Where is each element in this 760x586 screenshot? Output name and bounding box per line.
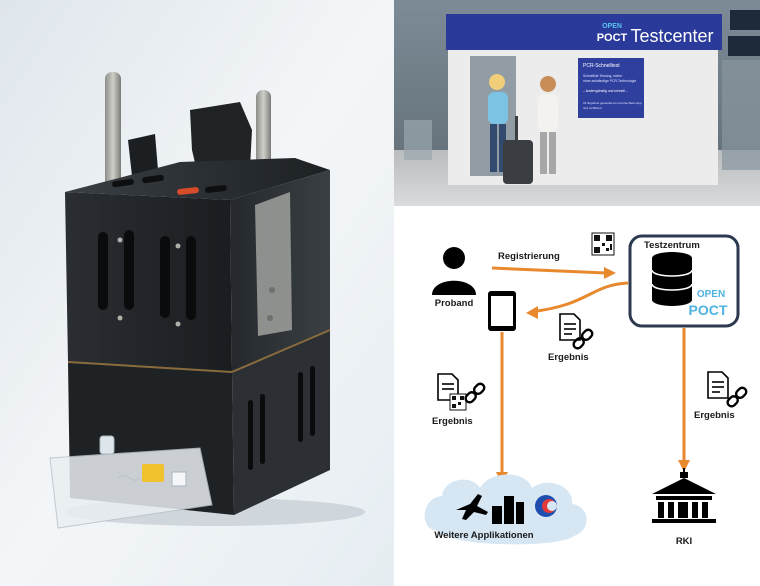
link-icon-left [464, 382, 486, 404]
proband-label: Proband [435, 298, 474, 309]
sign-logo-open: OPEN [602, 23, 622, 30]
device-photo [0, 0, 394, 586]
corona-app-icon [535, 495, 557, 517]
rki-label: RKI [676, 536, 692, 547]
result-document-icon-right [707, 371, 729, 399]
arrow-ergebnis-to-phone [529, 281, 629, 314]
staff-figure [538, 76, 558, 174]
ergebnis-phone-label: Ergebnis [548, 352, 589, 363]
arrowhead-phone [526, 306, 538, 319]
logo-poct: POCT [689, 302, 728, 318]
poster-line-3: – kostengünstig und schnell – [583, 89, 628, 93]
result-document-icon-phone [559, 313, 581, 341]
device-front [65, 192, 232, 372]
qr-code-icon [591, 232, 615, 256]
device-top [65, 158, 330, 200]
qr-code-icon-left [449, 393, 467, 411]
ergebnis-right-label: Ergebnis [694, 410, 735, 421]
left-handle [105, 72, 121, 202]
airplane-icon [456, 494, 488, 520]
smartphone-icon [488, 291, 516, 331]
city-icon [492, 496, 524, 524]
poster-line-4: Ihr Ergebnis gesendet an Corona-Warn-App [583, 101, 642, 105]
testcenter-banner [446, 14, 722, 50]
sign-title: Testcenter [630, 26, 713, 46]
poster-title: PCR-Schnelltest [583, 63, 620, 69]
person-icon [432, 247, 476, 295]
link-icon-right [726, 386, 748, 408]
rki-building-icon [652, 468, 716, 523]
sign-logo-poct: POCT [597, 32, 628, 44]
proband-figure [488, 74, 533, 184]
poster-line-2: ohne aufwändige PCR-Technologie [583, 79, 636, 83]
testcenter-scene: OPEN POCT Testcenter PCR-Schnelltest Sch… [394, 0, 760, 206]
test-cartridge [49, 435, 213, 529]
pcr-poster [578, 58, 644, 118]
poster-line-5: und zertifiziert [583, 106, 602, 110]
arrows [491, 266, 686, 474]
arrowhead-registrierung [604, 267, 616, 279]
weitere-applikationen-label: Weitere Applikationen [434, 530, 533, 541]
arrowhead-rki [678, 460, 690, 472]
ergebnis-left-label: Ergebnis [432, 416, 473, 427]
logo-open: OPEN [697, 289, 725, 300]
testzentrum-label: Testzentrum [644, 240, 700, 251]
arrow-registrierung [491, 266, 607, 275]
link-icon-phone [572, 328, 594, 350]
poster-line-1: Schnellste Testung, sicher [583, 74, 623, 78]
registrierung-label: Registrierung [498, 251, 560, 262]
flow-diagram: Proband Registrierung Testzentrum OPEN P… [394, 206, 760, 586]
database-icon [651, 252, 693, 306]
